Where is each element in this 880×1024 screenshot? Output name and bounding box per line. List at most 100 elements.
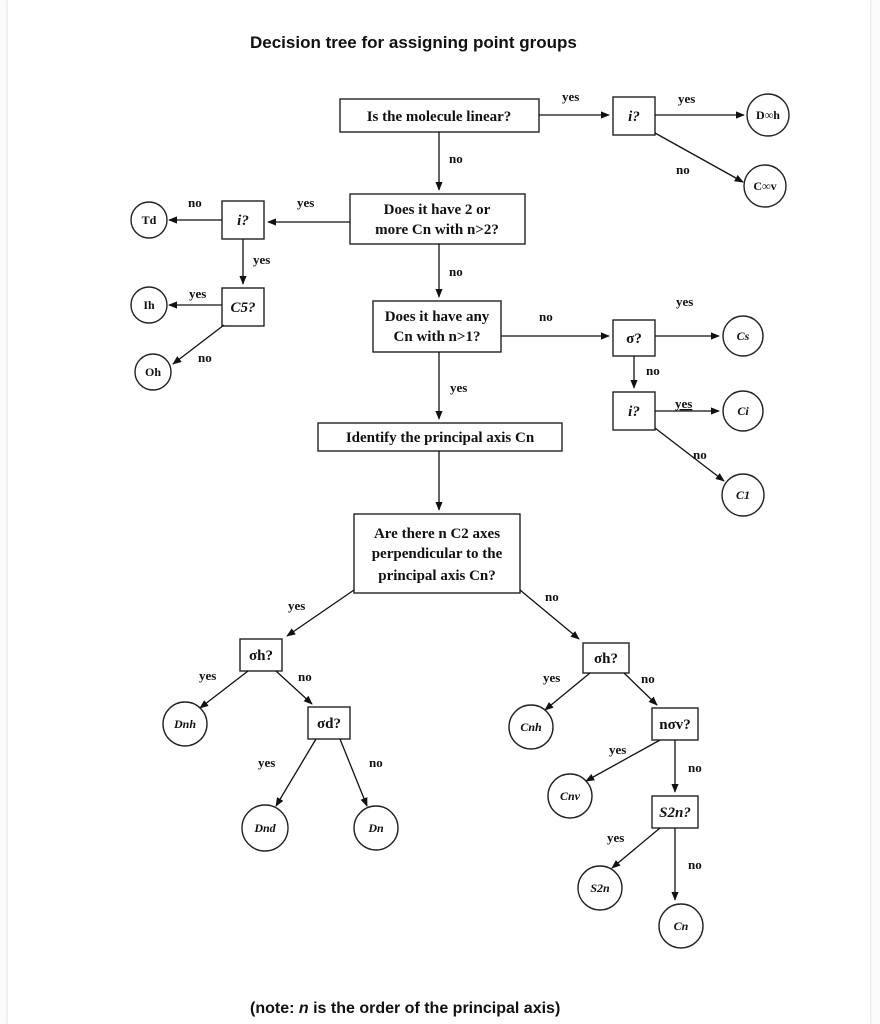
arrows	[168, 111, 745, 901]
point-group-c1-label: C1	[736, 488, 750, 502]
label-linear-yes: yes	[562, 89, 579, 104]
label-sigma-yes: yes	[676, 294, 693, 309]
label-perp-yes: yes	[288, 598, 305, 613]
point-group-dnd-label: Dnd	[253, 821, 276, 835]
point-group-cnv: Cnv	[547, 773, 593, 819]
question-two-cn-line2: more Cn with n>2?	[375, 222, 499, 238]
point-group-c1: C1	[721, 473, 765, 517]
principal-axis-box: Identify the principal axis Cn	[317, 422, 563, 452]
question-linear-text: Is the molecule linear?	[367, 109, 512, 125]
arrow-n-sigma-v-yes	[585, 739, 661, 782]
point-group-oh: Oh	[134, 353, 172, 391]
point-group-s2n: S2n	[577, 865, 623, 911]
point-group-ih: Ih	[130, 286, 168, 324]
arrow-s2n-yes	[611, 827, 661, 869]
label-sigma-d-no: no	[369, 755, 383, 770]
diagram-title-text: Decision tree for assigning point groups	[250, 33, 577, 52]
branch-labels: yes yes no no yes no yes no yes no no ye…	[188, 89, 707, 872]
label-i-mid-yes: yes	[675, 396, 692, 411]
point-group-d-inf-h-label: D∞h	[756, 108, 780, 122]
point-group-cnh-label: Cnh	[520, 720, 542, 734]
label-perp-no: no	[545, 589, 559, 604]
arrow-sigma-d-no	[339, 738, 368, 807]
question-sigma-h-right-text: σh?	[594, 651, 618, 667]
label-sigma-h-left-yes: yes	[199, 668, 216, 683]
question-n-sigma-v-text: nσv?	[659, 717, 691, 733]
question-sigma-h-left-box: σh?	[239, 638, 283, 672]
point-group-ci-label: Ci	[737, 404, 749, 418]
point-group-oh-label: Oh	[145, 365, 161, 379]
point-group-dnh-label: Dnh	[173, 717, 196, 731]
point-group-cn: Cn	[658, 903, 704, 949]
point-group-c-inf-v-label: C∞v	[753, 179, 776, 193]
point-group-c-inf-v: C∞v	[743, 164, 787, 208]
principal-axis-text: Identify the principal axis Cn	[346, 430, 535, 446]
question-perp-line2: perpendicular to the	[372, 546, 503, 562]
point-group-ci: Ci	[722, 390, 764, 432]
label-any-cn-yes: yes	[450, 380, 467, 395]
arrow-c5-no	[172, 324, 225, 365]
arrow-perp-no	[519, 589, 580, 640]
point-group-cn-label: Cn	[674, 919, 689, 933]
question-sigma-h-right-box: σh?	[582, 642, 630, 674]
point-group-cnh: Cnh	[508, 704, 554, 750]
point-group-dn: Dn	[353, 805, 399, 851]
point-group-dnh: Dnh	[162, 701, 208, 747]
label-c5-no: no	[198, 350, 212, 365]
question-i-mid-box: i?	[612, 391, 656, 431]
label-two-cn-no: no	[449, 264, 463, 279]
arrow-sigma-h-left-no	[275, 670, 313, 705]
arrow-sigma-h-left-yes	[199, 670, 249, 709]
question-any-cn-line1: Does it have any	[385, 309, 490, 325]
footnote: (note: n is the order of the principal a…	[250, 1000, 560, 1018]
question-any-cn-line2: Cn with n>1?	[394, 329, 481, 345]
question-perpendicular-box: Are there n C2 axes perpendicular to the…	[353, 513, 521, 594]
question-sigma-text: σ?	[626, 331, 642, 347]
question-sigma-box: σ?	[612, 319, 656, 357]
point-group-dnd: Dnd	[241, 804, 289, 852]
question-perp-line3: principal axis Cn?	[378, 568, 496, 584]
arrow-i-mid-no	[654, 427, 725, 482]
label-linear-no: no	[449, 151, 463, 166]
arrow-sigma-h-right-no	[623, 672, 658, 706]
label-n-sigma-v-yes: yes	[609, 742, 626, 757]
footnote-suffix: is the order of the principal axis)	[308, 1000, 561, 1017]
label-sigma-h-left-no: no	[298, 669, 312, 684]
arrow-sigma-d-yes	[275, 738, 317, 807]
question-s2n-text: S2n?	[659, 805, 691, 821]
question-two-cn-box: Does it have 2 or more Cn with n>2?	[349, 193, 526, 245]
question-i-top-text: i?	[628, 109, 640, 125]
label-s2n-no: no	[688, 857, 702, 872]
question-linear-box: Is the molecule linear?	[339, 98, 540, 133]
question-sigma-d-text: σd?	[317, 716, 341, 732]
question-sigma-h-left-text: σh?	[249, 648, 273, 664]
label-i-mid-no: no	[693, 447, 707, 462]
label-i-left-yes: yes	[253, 252, 270, 267]
point-group-s2n-label: S2n	[590, 881, 610, 895]
point-group-dn-label: Dn	[367, 821, 384, 835]
label-s2n-yes: yes	[607, 830, 624, 845]
point-group-d-inf-h: D∞h	[746, 93, 790, 137]
label-sigma-h-right-no: no	[641, 671, 655, 686]
label-two-cn-yes: yes	[297, 195, 314, 210]
question-two-cn-line1: Does it have 2 or	[384, 202, 491, 218]
point-group-cs-label: Cs	[737, 329, 750, 343]
label-i-top-no: no	[676, 162, 690, 177]
label-any-cn-no: no	[539, 309, 553, 324]
label-sigma-no: no	[646, 363, 660, 378]
question-c5-text: C5?	[230, 300, 255, 316]
label-c5-yes: yes	[189, 286, 206, 301]
question-i-left-box: i?	[221, 200, 265, 240]
question-i-mid-text: i?	[628, 404, 640, 420]
question-i-top-box: i?	[612, 96, 656, 136]
label-sigma-d-yes: yes	[258, 755, 275, 770]
label-sigma-h-right-yes: yes	[543, 670, 560, 685]
point-group-cnv-label: Cnv	[560, 789, 581, 803]
question-i-left-text: i?	[237, 213, 249, 229]
question-c5-box: C5?	[221, 287, 265, 327]
question-sigma-d-box: σd?	[307, 706, 351, 740]
question-any-cn-box: Does it have any Cn with n>1?	[372, 300, 502, 353]
question-perp-line1: Are there n C2 axes	[374, 526, 500, 542]
label-i-left-no: no	[188, 195, 202, 210]
